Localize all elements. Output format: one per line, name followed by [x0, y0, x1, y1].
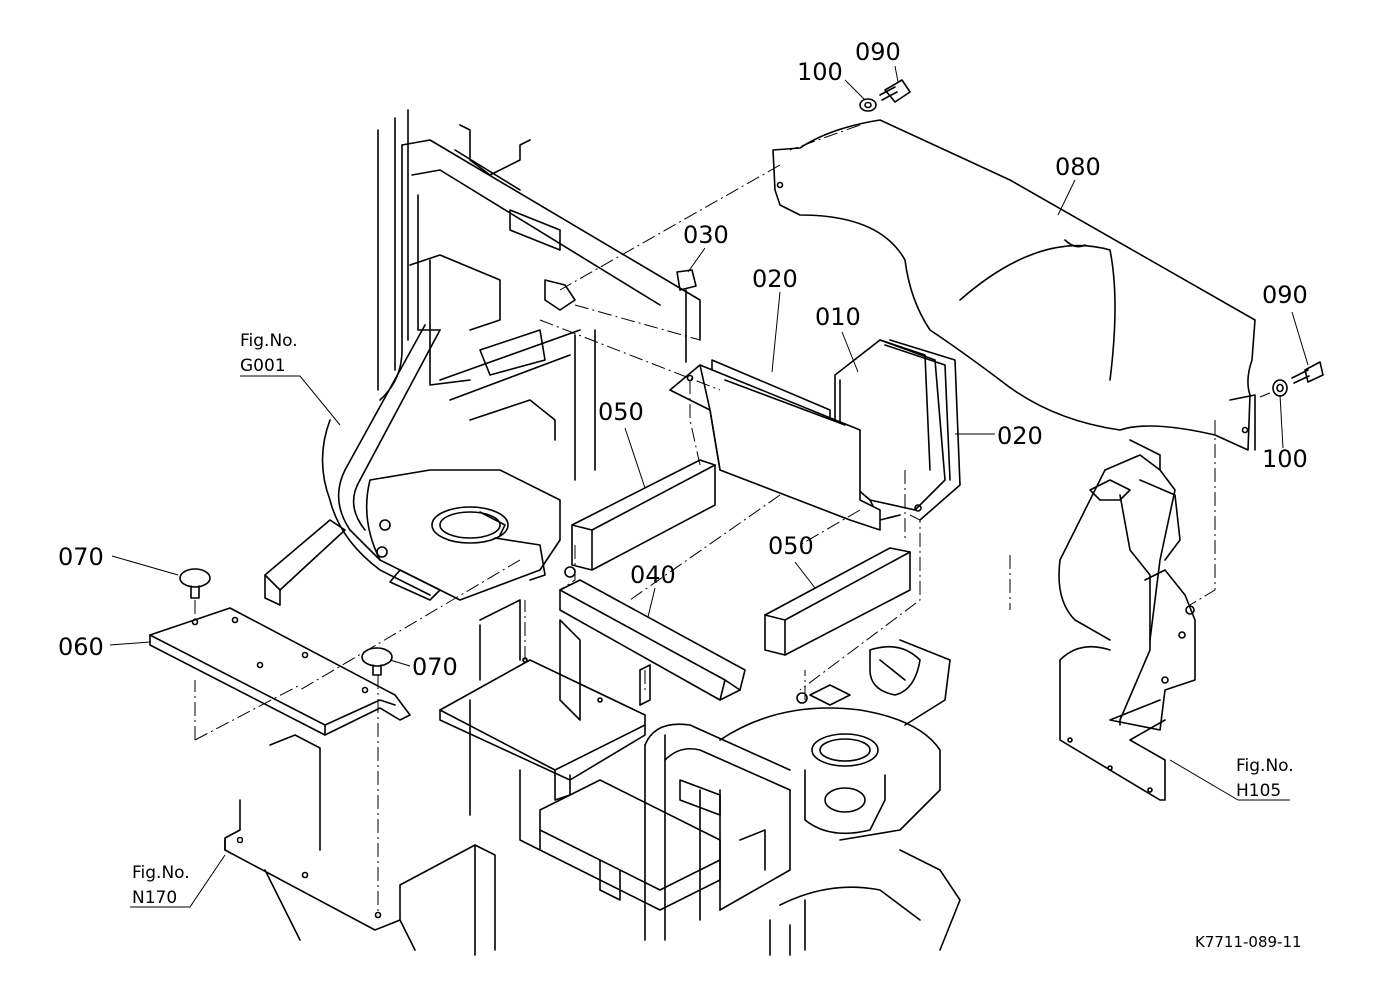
ref-code-g001: G001 — [240, 356, 286, 376]
floor-panel — [365, 469, 576, 601]
center-plate — [439, 599, 646, 801]
ref-code-n170: N170 — [132, 888, 177, 908]
label-070-left: 070 — [58, 543, 104, 571]
label-030: 030 — [683, 221, 729, 249]
part-060-plate — [149, 607, 411, 736]
rops-frame-lower — [644, 723, 791, 941]
label-010: 010 — [815, 303, 861, 331]
drawing-code: K7711-089-11 — [1195, 933, 1302, 951]
side-panel-h105 — [1058, 439, 1196, 801]
step-panel-n170 — [224, 734, 496, 956]
part-080-cover — [772, 119, 1256, 451]
rops-frame-left — [264, 324, 441, 606]
ref-title-n170: Fig.No. — [132, 863, 190, 883]
part-090-bolt-top — [859, 79, 911, 112]
leader-lines — [109, 65, 1309, 908]
part-010-duct — [834, 339, 961, 521]
cab-frame — [377, 109, 701, 481]
ref-code-h105: H105 — [1236, 781, 1281, 801]
part-090-bolt-right — [1272, 361, 1324, 397]
assembly-centerlines — [194, 124, 1271, 915]
label-040: 040 — [630, 561, 676, 589]
part-070-clip-left — [179, 568, 211, 599]
label-090-top: 090 — [855, 38, 901, 66]
part-040-strip — [559, 579, 746, 701]
ref-title-g001: Fig.No. — [240, 331, 298, 351]
label-060: 060 — [58, 633, 104, 661]
figure-ref-n170[interactable]: Fig.No. N170 — [132, 863, 190, 908]
label-020-right: 020 — [997, 422, 1043, 450]
label-070-right: 070 — [412, 653, 458, 681]
steering-base — [719, 639, 961, 956]
part-050-block-right — [764, 547, 911, 656]
part-030-bolt — [676, 269, 697, 363]
ref-title-h105: Fig.No. — [1236, 756, 1294, 776]
label-080: 080 — [1055, 153, 1101, 181]
figure-ref-h105[interactable]: Fig.No. H105 — [1236, 756, 1294, 801]
label-050-left: 050 — [598, 398, 644, 426]
label-100-top: 100 — [797, 58, 843, 86]
label-050-right: 050 — [768, 532, 814, 560]
figure-ref-g001[interactable]: Fig.No. G001 — [240, 331, 298, 376]
part-070-clip-right — [361, 647, 393, 676]
label-100-right: 100 — [1262, 445, 1308, 473]
label-090-right: 090 — [1262, 281, 1308, 309]
shroud-panel — [669, 364, 922, 531]
part-labels: 100 090 080 030 020 010 090 020 100 050 … — [58, 38, 1308, 681]
label-020-left: 020 — [752, 265, 798, 293]
part-050-block-left — [571, 459, 716, 571]
